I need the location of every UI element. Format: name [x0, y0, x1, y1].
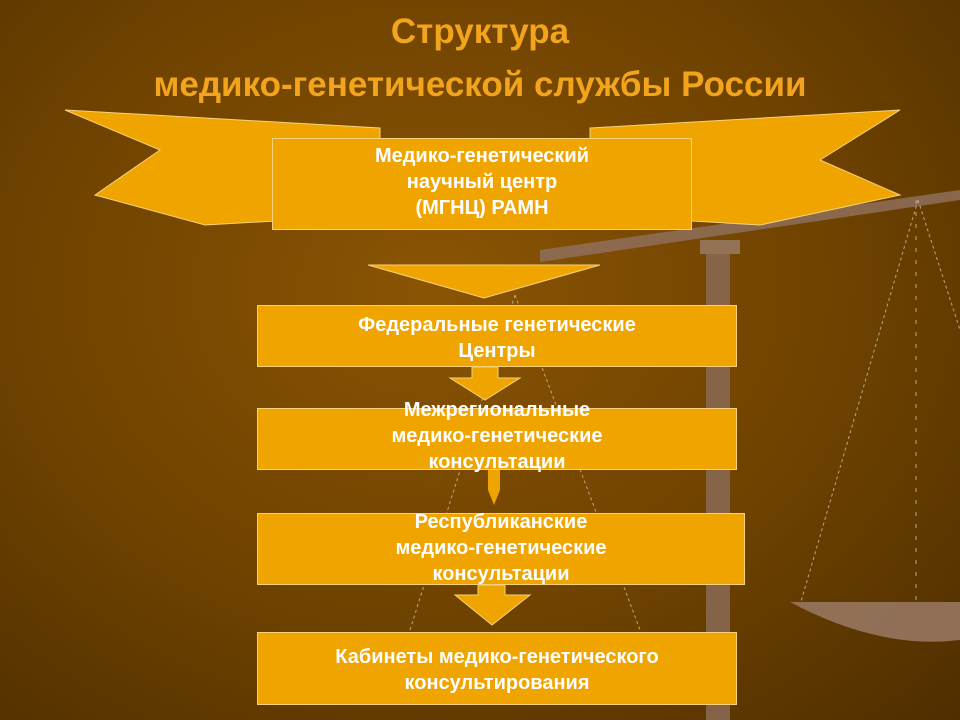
arrow-down-2	[448, 366, 522, 401]
level-text: консультации	[432, 563, 570, 585]
level-text: консультации	[428, 451, 566, 473]
level-interregional: Межрегиональные медико-генетические конс…	[257, 399, 737, 473]
title-line-1: Структура	[390, 12, 570, 51]
level-offices: Кабинеты медико-генетического консультир…	[257, 632, 737, 705]
level-text: Центры	[458, 340, 536, 362]
level-text: (МГНЦ) РАМН	[415, 197, 549, 219]
arrow-down-4	[453, 584, 532, 626]
level-mgnc: Медико-генетический научный центр (МГНЦ)…	[272, 138, 692, 230]
level-text: Федеральные генетические	[358, 314, 636, 336]
level-text: Республиканские	[414, 511, 588, 533]
level-text: медико-генетические	[395, 537, 607, 559]
level-text: медико-генетические	[391, 425, 603, 447]
level-text: научный центр	[406, 171, 558, 193]
level-text: Кабинеты медико-генетического	[335, 646, 659, 668]
level-text: Межрегиональные	[403, 399, 591, 421]
level-text: консультирования	[404, 672, 590, 694]
arrow-down-1	[367, 264, 601, 299]
level-text: Медико-генетический	[374, 145, 590, 167]
level-federal-centers: Федеральные генетические Центры	[257, 305, 737, 367]
arrow-down-3	[488, 470, 500, 505]
title-line-2: медико-генетической службы России	[153, 65, 807, 104]
level-republican: Республиканские медико-генетические конс…	[257, 511, 745, 585]
